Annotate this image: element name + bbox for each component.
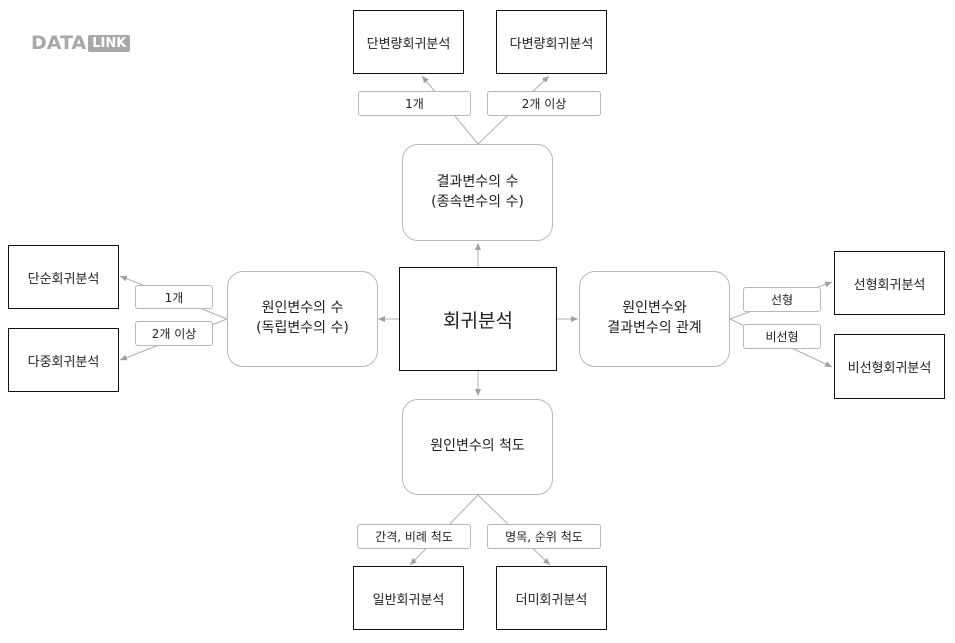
hub-relationship: 원인변수와 결과변수의 관계	[579, 271, 730, 367]
result-linear-regression: 선형회귀분석	[834, 251, 945, 315]
hub-label: 원인변수의 척도	[430, 438, 525, 455]
result-label: 단변량회귀분석	[366, 36, 451, 52]
edge-label-text: 2개 이상	[521, 97, 567, 111]
hub-label: 원인변수와 결과변수의 관계	[607, 300, 702, 336]
edge-label-text: 명목, 순위 척도	[505, 530, 583, 544]
result-label: 다중회귀분석	[27, 354, 100, 370]
result-multivariate-regression: 다변량회귀분석	[496, 10, 607, 74]
result-label: 더미회귀분석	[515, 592, 588, 608]
edge-label-text: 2개 이상	[151, 327, 197, 341]
center-label: 회귀분석	[443, 309, 513, 332]
edge-label-bottom-interval: 간격, 비례 척도	[357, 524, 471, 549]
result-label: 선형회귀분석	[853, 277, 926, 293]
logo-text-link: LINK	[88, 34, 131, 52]
hub-predictor-scale: 원인변수의 척도	[402, 399, 553, 495]
hub-label: 결과변수의 수 (종속변수의 수)	[431, 173, 524, 210]
edge-label-left-one: 1개	[135, 285, 213, 309]
edge-label-text: 비선형	[765, 330, 799, 344]
result-multiple-regression: 다중회귀분석	[8, 328, 119, 392]
edge-label-text: 간격, 비례 척도	[375, 530, 453, 544]
result-label: 일반회귀분석	[372, 592, 445, 608]
hub-outcome-count: 결과변수의 수 (종속변수의 수)	[402, 144, 553, 241]
edge-label-right-nonlinear: 비선형	[743, 324, 821, 349]
edge-label-bottom-nominal: 명목, 순위 척도	[487, 524, 601, 549]
logo-text-data: DATA	[31, 32, 87, 54]
edge-label-top-one: 1개	[358, 91, 471, 116]
edge-label-text: 1개	[164, 290, 184, 305]
edge-label-top-two-plus: 2개 이상	[487, 91, 601, 116]
result-label: 다변량회귀분석	[509, 36, 594, 52]
result-simple-regression: 단순회귀분석	[8, 245, 119, 309]
edge-label-text: 1개	[405, 97, 424, 111]
result-dummy-regression: 더미회귀분석	[496, 566, 607, 630]
edge-label-text: 선형	[770, 293, 794, 307]
edge-label-left-two-plus: 2개 이상	[135, 321, 213, 346]
center-regression-analysis: 회귀분석	[399, 267, 557, 371]
result-general-regression: 일반회귀분석	[353, 566, 464, 630]
hub-label: 원인변수의 수 (독립변수의 수)	[256, 300, 349, 336]
result-label: 비선형회귀분석	[847, 361, 932, 376]
result-univariate-regression: 단변량회귀분석	[353, 10, 464, 74]
datalink-logo: DATA LINK	[31, 32, 131, 54]
hub-predictor-count: 원인변수의 수 (독립변수의 수)	[227, 271, 378, 367]
edge-label-right-linear: 선형	[743, 287, 821, 312]
result-label: 단순회귀분석	[27, 271, 100, 287]
result-nonlinear-regression: 비선형회귀분석	[834, 334, 945, 399]
